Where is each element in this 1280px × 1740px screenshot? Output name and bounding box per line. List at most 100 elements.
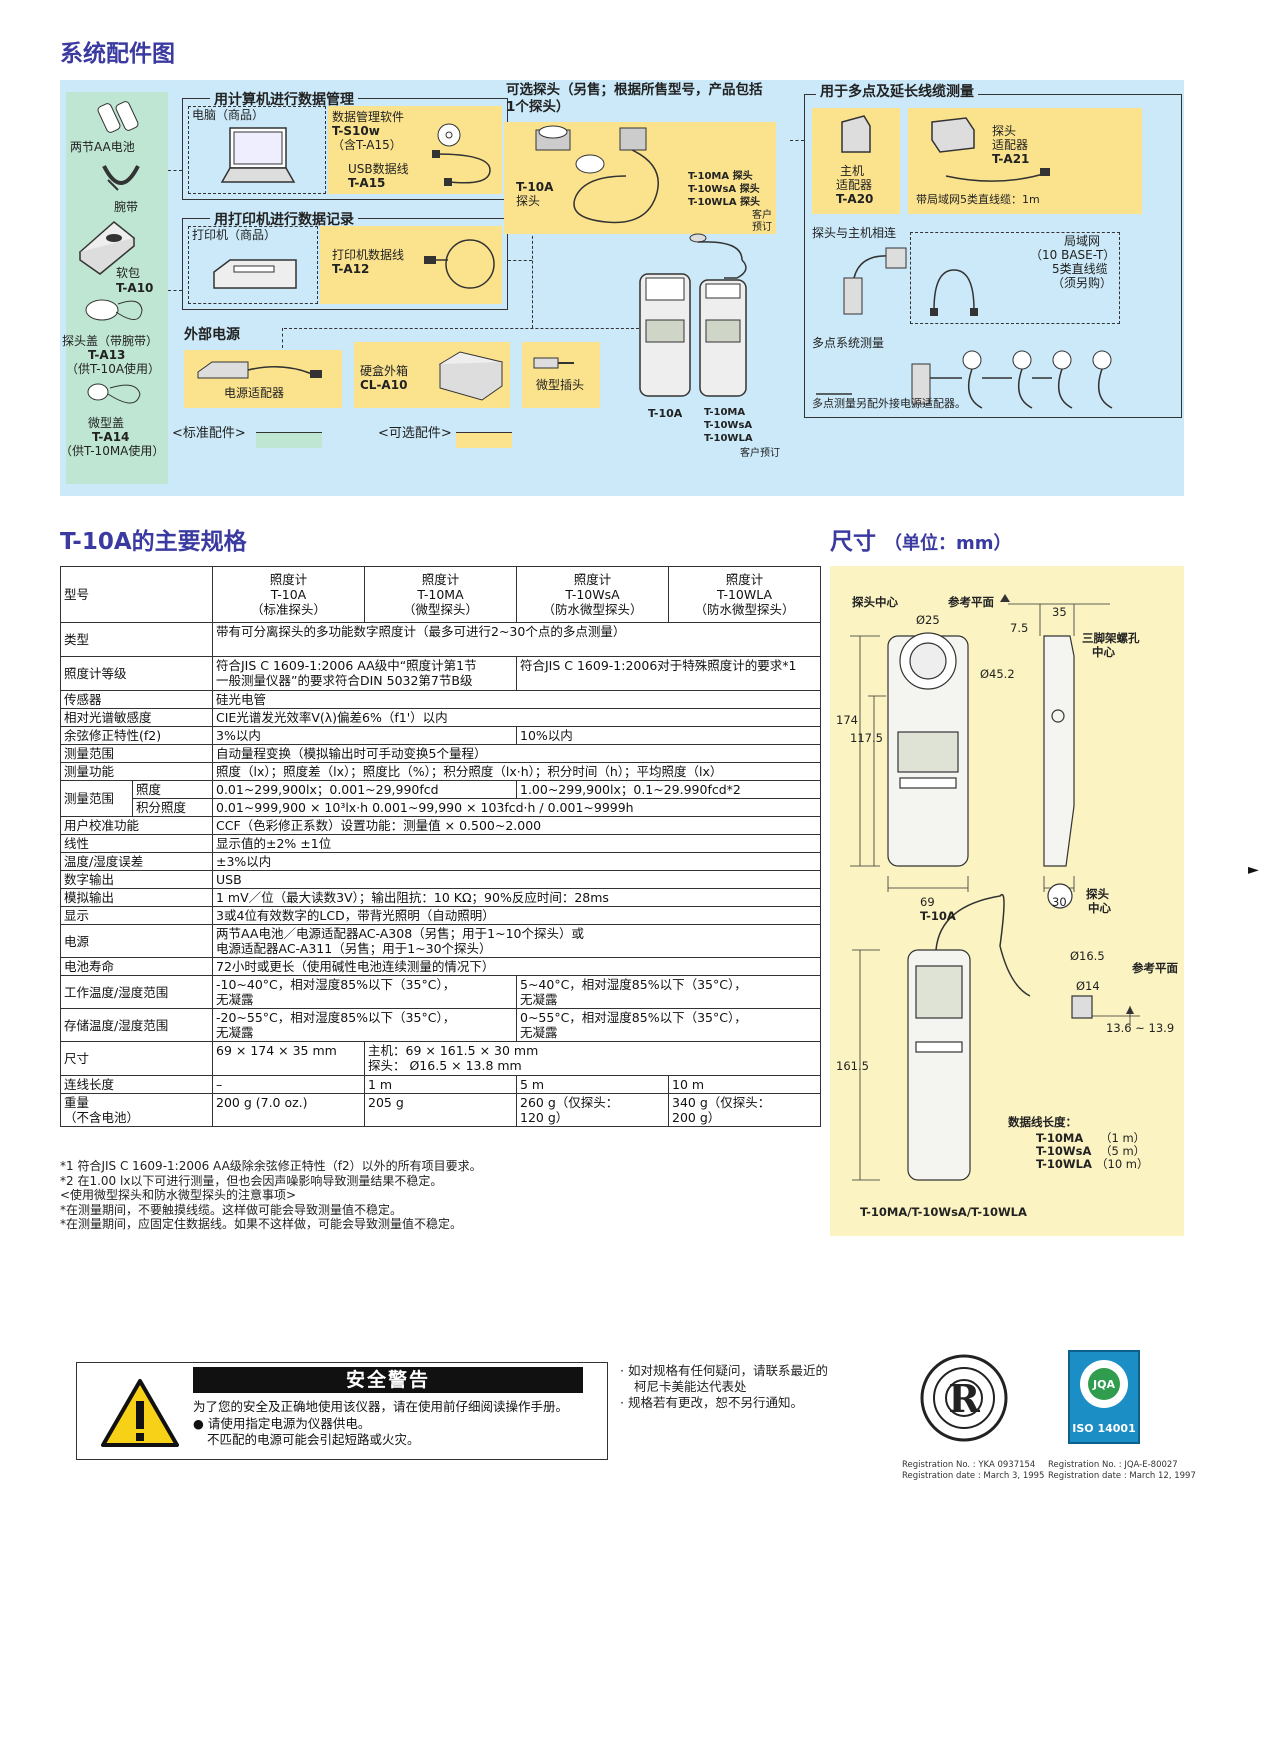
weight-value: 340 g（仅探头：200 g） (668, 1093, 821, 1127)
dims-title: 尺寸 （单位：mm） (830, 529, 1012, 555)
mini-cap-note: （供T-10MA使用） (60, 444, 165, 458)
cable-length-label: 连线长度 (60, 1075, 213, 1094)
mini-plug-icon (530, 352, 580, 372)
dim-w69: 69 (920, 895, 935, 909)
legend-standard-label: <标准配件> (172, 426, 246, 441)
mini-plug-box (522, 342, 600, 408)
iso-text: ISO 14001 (1072, 1422, 1136, 1435)
calib-value: CCF（色彩修正系数）设置功能：测量值 × 0.500~2.000 (212, 816, 821, 835)
mini-cap-model: T-A14 (92, 430, 130, 444)
dim-cable-wl: T-10WLA (1036, 1157, 1092, 1171)
system-diagram: 两节AA电池 腕带 软包 T-A10 探头盖（带腕带） T-A13 （供T-10… (60, 80, 1184, 496)
adapter-icon (192, 352, 332, 386)
legend-standard-swatch (256, 432, 322, 448)
dim-cable-ws-v: （5 m） (1100, 1144, 1146, 1158)
hard-case-icon (436, 348, 506, 404)
dims-unit: （单位：mm） (884, 533, 1012, 554)
connector-line (508, 260, 532, 261)
dim-ref-plane2: 参考平面 (1132, 961, 1178, 975)
dimension-drawing (850, 594, 1140, 1181)
probe-body-icon (830, 244, 920, 320)
dim-probe-center2-1: 探头 (1086, 887, 1109, 901)
body-adapter-model: T-A20 (836, 192, 874, 206)
dim-tripod-2: 中心 (1092, 645, 1115, 659)
range-label: 测量范围 (60, 744, 213, 763)
probe-adapter-label-1: 探头 (992, 124, 1017, 138)
st-temp-label: 存储温度/湿度范围 (60, 1008, 213, 1042)
cd-icon (436, 122, 462, 148)
linear-value: 显示值的±2% ±1位 (212, 834, 821, 853)
table-row: 存储温度/湿度范围 -20~55°C，相对湿度85%以下（35°C），无凝露 0… (60, 1008, 821, 1042)
lan-cable-label: 带局域网5类直线缆：1m (916, 193, 1040, 206)
dim-model-a: T-10A (920, 909, 956, 923)
body-adapter-label-2: 适配器 (836, 178, 873, 192)
soft-case-model: T-A10 (116, 281, 154, 295)
dim-probe-center: 探头中心 (852, 595, 898, 609)
probe-cap-model: T-A13 (88, 348, 126, 362)
integ-value: 0.01~999,900 × 10³lx·h 0.001~99,990 × 10… (212, 798, 821, 817)
range2-label: 测量范围 (60, 780, 133, 817)
dimensions-panel: 探头中心 参考平面 Ø25 35 7.5 三脚架螺孔 中心 Ø45.2 174 … (830, 566, 1184, 1236)
dim-w35: 35 (1052, 605, 1067, 619)
note-line: <使用微型探头和防水微型探头的注意事项> (60, 1188, 297, 1202)
class-label: 照度计等级 (60, 656, 213, 691)
power-label: 电源 (60, 924, 213, 958)
warning-icon (101, 1379, 179, 1447)
op-temp-value-a: -10~40°C，相对湿度85%以下（35°C），无凝露 (212, 975, 517, 1009)
software-label: 数据管理软件 (332, 110, 405, 124)
dim-h138: 13.6 ~ 13.9 (1106, 1021, 1175, 1035)
meter-t10wsa-label: T-10WsA (704, 420, 753, 431)
warning-line-3: 不匹配的电源可能会引起短路或火灾。 (207, 1432, 420, 1447)
probe-t10a-sub: 探头 (516, 194, 541, 208)
pc-label: 电脑（商品） (192, 108, 265, 122)
lan-label-3: 5类直线缆 (1052, 262, 1108, 276)
dim-tripod-1: 三脚架螺孔 (1082, 631, 1140, 645)
dim-h1615: 161.5 (836, 1059, 869, 1073)
class-value-a: 符合JIS C 1609-1:2006 AA级中“照度计第1节一般测量仪器”的要… (212, 656, 517, 691)
strap-icon (96, 160, 146, 194)
contact-line: · 如对规格有任何疑问，请联系最近的 (620, 1363, 828, 1378)
multipoint-label: 多点系统测量 (812, 336, 885, 350)
spectral-label: 相对光谱敏感度 (60, 708, 213, 727)
dim-cable-len: 数据线长度： (1008, 1115, 1077, 1129)
weight-value: 260 g（仅探头：120 g） (516, 1093, 669, 1127)
lan-cable-icon (940, 164, 1060, 194)
adapter-label: 电源适配器 (224, 386, 285, 400)
printer-cable-box (320, 226, 502, 304)
pc-commercial-box (188, 106, 326, 194)
meter-t10ma-label: T-10MA (704, 407, 746, 418)
software-box (328, 106, 502, 194)
table-row: 积分照度 0.01~999,900 × 10³lx·h 0.001~99,990… (61, 798, 821, 817)
multi-group-title: 用于多点及延长线缆测量 (816, 81, 978, 101)
connector-line (168, 290, 182, 291)
battery-life-value: 72小时或更长（使用碱性电池连续测量的情况下） (212, 957, 821, 976)
cosine-value-b: 10%以内 (516, 726, 821, 745)
contact-line: · 规格若有更改，恕不另行通知。 (620, 1395, 803, 1410)
dim-cable-ma: T-10MA (1036, 1131, 1084, 1145)
jqa-reg-2: Registration date : March 12, 1997 (1048, 1471, 1196, 1481)
range-value: 自动量程变换（模拟输出时可手动变换5个量程） (212, 744, 821, 763)
cable-length-value: 10 m (668, 1075, 821, 1094)
dim-model-b: T-10MA/T-10WsA/T-10WLA (860, 1205, 1027, 1219)
table-row: 温度/湿度误差±3%以内 (60, 852, 821, 871)
warning-line-2: ● 请使用指定电源为仪器供电。 (193, 1416, 371, 1431)
probe-group-title-1: 可选探头（另售；根据所售型号，产品包括 (506, 82, 763, 98)
usb-model: T-A15 (348, 176, 386, 190)
table-row: 尺寸 69 × 174 × 35 mm 主机：69 × 161.5 × 30 m… (60, 1041, 821, 1076)
pc-group-title: 用计算机进行数据管理 (210, 89, 358, 109)
battery-life-label: 电池寿命 (60, 957, 213, 976)
multi-group-frame (804, 94, 1182, 418)
dim-cable-ws: T-10WsA (1036, 1144, 1092, 1158)
software-model: T-S10w (332, 124, 380, 138)
battery-icon (96, 94, 146, 134)
probe-cable-icon (566, 126, 686, 230)
multipoint-note: 多点测量另配外接电源适配器。 (812, 397, 966, 410)
power-group-title: 外部电源 (184, 327, 240, 343)
note-line: *2 在1.00 lx以下可进行测量，但也会因声噪影响导致测量结果不稳定。 (60, 1173, 443, 1188)
